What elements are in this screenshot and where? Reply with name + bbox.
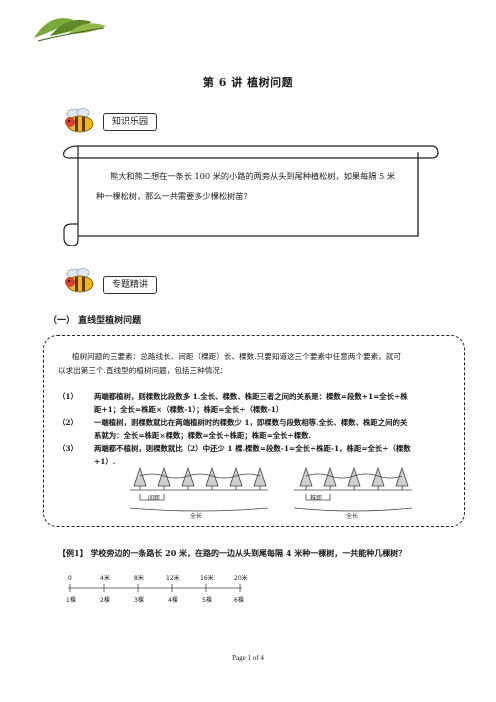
scroll-text-line1: 熊大和熊二想在一条长 100 米的小路的两旁从头到尾种植松树，如果每隔 5 米 xyxy=(110,171,396,181)
summary-box xyxy=(43,335,465,527)
fig-label-spacing: 间距 xyxy=(148,494,160,502)
section-label-knowledge: 知识乐园 xyxy=(103,113,158,131)
tree-count-label: 2棵 xyxy=(100,596,110,604)
summary-line2: 以求出第三个.直线型的植树问题，包括三种情况： xyxy=(58,366,228,375)
tick-label: 12米 xyxy=(166,574,180,582)
tree-count-label: 6棵 xyxy=(234,596,244,604)
leaves-decoration-icon xyxy=(34,18,106,42)
summary-line1: 植树问题的三要素：总路线长、间距（棵距）长、棵数.只要知道这三个要素中任意两个要… xyxy=(72,352,401,361)
bee-icon xyxy=(65,268,94,293)
tick-label: 4米 xyxy=(100,574,110,582)
example-1: 【例1】 学校旁边的一条路长 20 米，在路的一边从头到尾每隔 4 米种一棵树，… xyxy=(58,548,407,558)
section-label-topic: 专题精讲 xyxy=(103,276,158,294)
tree-planting-diagram: 间距 全长 株距 全长 xyxy=(129,466,413,520)
tree-count-label: 5棵 xyxy=(202,596,212,604)
number-line-diagram: 0 4米 8米 12米 16米 20米 1棵 2棵 3棵 4棵 5棵 6棵 xyxy=(66,574,248,604)
page-footer: Page 1 of 4 xyxy=(232,654,264,662)
bee-icon xyxy=(65,108,94,133)
scroll-frame xyxy=(63,145,439,246)
fig-label-total: 全长 xyxy=(346,512,358,520)
tick-label: 0 xyxy=(68,575,72,582)
fig-label-total: 全长 xyxy=(190,512,202,520)
tick-label: 8米 xyxy=(134,574,144,582)
tree-count-label: 3棵 xyxy=(134,596,144,604)
subsection-heading: （一） 直线型植树问题 xyxy=(48,316,142,326)
tick-label: 16米 xyxy=(200,574,214,582)
tick-label: 20米 xyxy=(234,574,248,582)
fig-label-spacing: 株距 xyxy=(310,494,322,502)
scroll-text-line2: 种一棵松树，那么一共需要多少棵松树苗？ xyxy=(96,191,252,201)
page-title: 第 6 讲 植树问题 xyxy=(202,76,294,89)
tree-count-label: 4棵 xyxy=(168,596,178,604)
tree-count-label: 1棵 xyxy=(66,596,76,604)
